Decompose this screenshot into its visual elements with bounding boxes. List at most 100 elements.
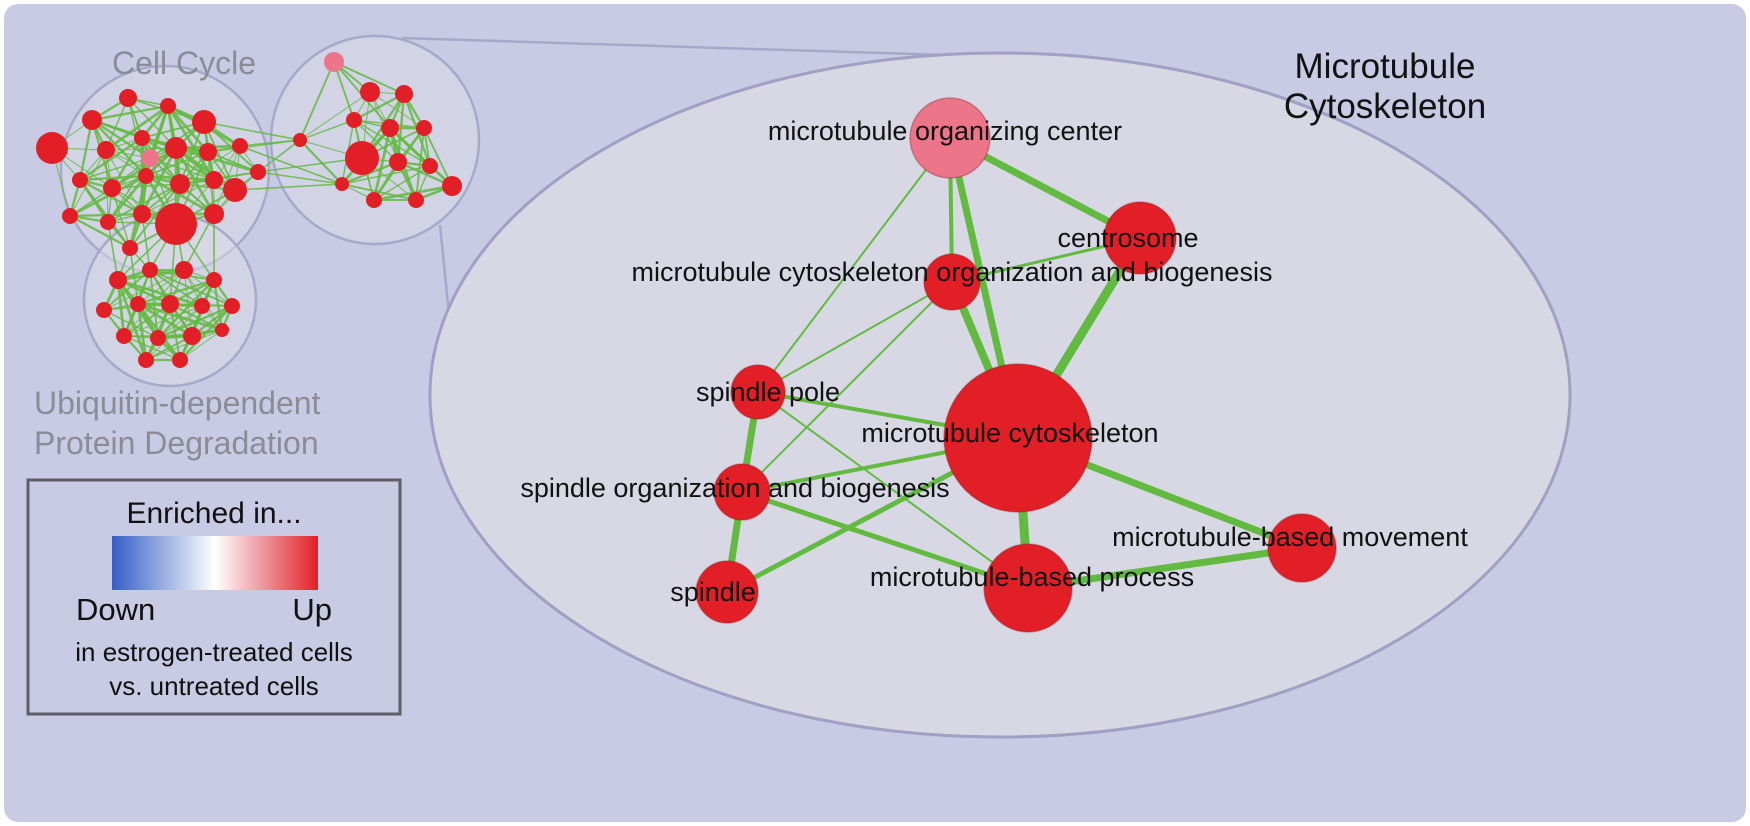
overview-node (345, 141, 379, 175)
overview-edge (353, 92, 405, 122)
overview-edge (141, 179, 215, 215)
overview-edge (423, 127, 453, 187)
overview-edge (333, 61, 405, 95)
detail-edge (741, 281, 953, 493)
detail-nodes (695, 97, 1337, 633)
detail-title-line1: Microtubule (1295, 47, 1476, 86)
overview-edge (372, 127, 392, 201)
overview-edge (129, 247, 139, 305)
overview-edge (145, 329, 223, 361)
overview-edge (79, 137, 143, 181)
overview-node (172, 352, 188, 368)
overview-edge (157, 305, 203, 339)
overview-node (116, 328, 132, 344)
overview-node (416, 120, 432, 136)
overview-edge (157, 304, 233, 340)
overview-edge (103, 269, 185, 311)
overview-node (205, 171, 223, 189)
overview-node (119, 89, 137, 107)
cluster-label-ubiquitin-line1: Ubiquitin-dependent (34, 385, 321, 421)
detail-node-mbm (1267, 513, 1337, 583)
overview-edge (105, 97, 129, 151)
detail-edge (757, 391, 1029, 589)
detail-edge (757, 281, 953, 393)
overview-edge (257, 171, 343, 185)
overview-node (122, 240, 138, 256)
overview-node (408, 192, 424, 208)
overview-edge (341, 165, 431, 185)
overview-edge (234, 183, 343, 191)
overview-edge (140, 147, 178, 215)
overview-edge (110, 137, 144, 189)
detail-node-label-spindle: spindle (670, 577, 756, 607)
detail-node-centrosome (1103, 201, 1177, 275)
overview-node (223, 178, 247, 202)
detail-edge (739, 489, 1031, 591)
detail-node-spindle_orgbio (713, 463, 771, 521)
overview-node (133, 205, 151, 223)
overview-node (161, 295, 179, 313)
overview-edge (79, 174, 147, 182)
overview-edge (213, 145, 241, 215)
overview-edge (123, 305, 203, 337)
overview-node (335, 177, 349, 191)
overview-node (97, 141, 115, 159)
detail-node-label-centrosome: centrosome (1057, 223, 1198, 253)
overview-node (250, 164, 266, 180)
overview-edge (127, 97, 177, 149)
overview-node (109, 271, 127, 289)
overview-node (199, 143, 217, 161)
overview-node (165, 137, 187, 159)
legend-caption-line2: vs. untreated cells (109, 671, 319, 701)
overview-edge (179, 329, 223, 361)
overview-edge (69, 214, 131, 250)
overview-node (170, 174, 190, 194)
detail-node-label-mbp: microtubule-based process (870, 562, 1194, 592)
overview-edge (183, 213, 215, 271)
overview-edge (299, 61, 335, 141)
overview-node (175, 261, 193, 279)
overview-edge (137, 278, 215, 306)
overview-edge (91, 119, 147, 177)
overview-node (232, 138, 248, 154)
overview-node (224, 298, 240, 314)
legend-title: Enriched in... (126, 497, 301, 530)
detail-title-line2: Cytoskeleton (1284, 87, 1486, 126)
detail-node-spindle (695, 560, 759, 624)
cluster-label-ubiquitin-line2: Protein Degradation (34, 425, 319, 461)
overview-node (206, 272, 222, 288)
legend: Enriched in... Down Up in estrogen-treat… (26, 478, 402, 716)
overview-node (72, 172, 88, 188)
detail-node-moc (909, 97, 991, 179)
overview-edge (103, 269, 151, 311)
overview-edge (157, 279, 215, 339)
overview-node (142, 262, 158, 278)
overview-node (442, 176, 462, 196)
overview-node (62, 208, 78, 224)
overview-node (82, 110, 102, 130)
detail-node-mct (943, 363, 1093, 513)
overview-node (134, 130, 150, 146)
overview-node (141, 149, 159, 167)
overview-edge (136, 303, 148, 361)
overview-edge (145, 305, 203, 361)
detail-node-mbp (983, 543, 1073, 633)
overview-node (96, 302, 112, 318)
overview-edge (299, 119, 355, 141)
overview-edge (78, 119, 94, 181)
overview-edge (341, 183, 417, 201)
overview-edge (175, 146, 236, 192)
overview-edge (333, 61, 355, 121)
overview-edge (373, 165, 431, 201)
overview-edge (257, 139, 301, 173)
legend-caption-line1: in estrogen-treated cells (75, 637, 352, 667)
detail-node-orgbio (923, 253, 981, 311)
overview-edge (166, 105, 210, 153)
overview-edge (299, 139, 343, 185)
overview-node (422, 158, 438, 174)
overview-edge (111, 187, 131, 249)
overview-edge (141, 213, 151, 271)
detail-node-label-moc: microtubule organizing center (768, 116, 1122, 146)
detail-edge (757, 137, 951, 393)
